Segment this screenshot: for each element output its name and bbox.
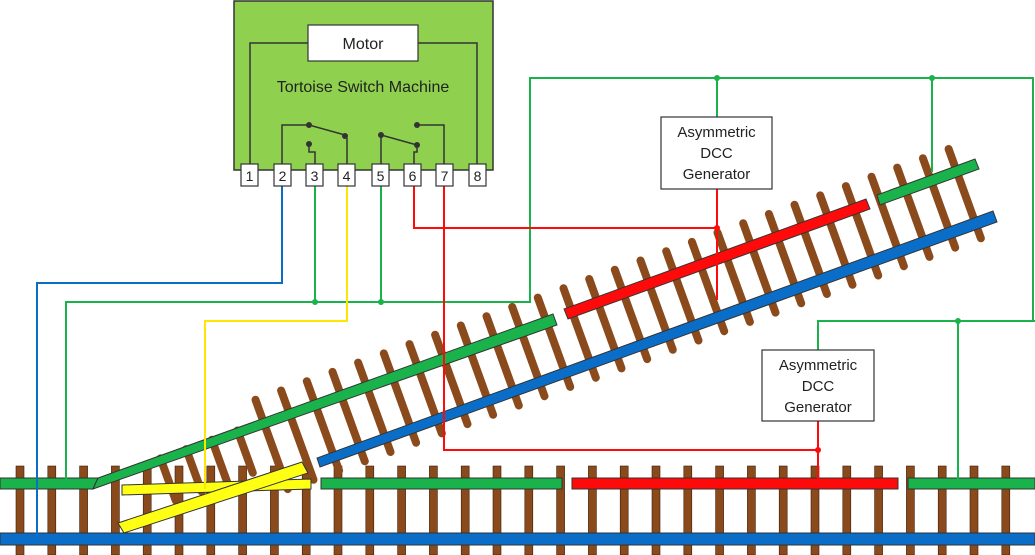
main-track-tie: [492, 465, 502, 555]
wire-blue-terminal-2: [36, 186, 283, 539]
tortoise-switch-machine: Motor Tortoise Switch Machine: [233, 0, 494, 187]
diverging-green-rail-right: [876, 158, 980, 206]
wire-green-gen2: [817, 320, 1035, 350]
wire-yellow-terminal-4: [204, 186, 348, 489]
terminal-4: [337, 163, 356, 187]
main-track-tie: [365, 465, 375, 555]
main-track-tie: [619, 465, 629, 555]
main-track-tie: [1001, 465, 1011, 555]
generator-box: [761, 349, 875, 422]
motor-label: Motor: [343, 36, 385, 53]
terminal-6: [403, 163, 422, 187]
wire-green-bus: [65, 77, 933, 483]
switch-right-contacts: [378, 122, 420, 148]
junction-dot: [714, 225, 720, 231]
switch-left-contacts: [306, 122, 348, 147]
main-track-tie: [397, 465, 406, 555]
diverging-blue-rail: [316, 210, 998, 468]
terminal-label: 8: [474, 168, 482, 184]
terminal-label: 6: [409, 168, 417, 184]
main-track-tie: [683, 465, 693, 555]
motor-lead-left: [249, 42, 308, 164]
junction-dot: [955, 318, 961, 324]
main-track-tie: [874, 465, 883, 555]
main-green-rail-left: [0, 477, 99, 490]
dcc-generator-upper: Asymmetric DCC Generator: [660, 116, 773, 190]
main-red-rail: [571, 477, 899, 490]
main-track-tie: [238, 465, 247, 555]
generator-label-line2: DCC: [700, 145, 733, 162]
terminal-3: [305, 163, 324, 187]
wire-green-right-bus: [932, 77, 1034, 321]
terminal-1: [240, 163, 259, 187]
terminal-5: [371, 163, 390, 187]
terminal-label: 2: [279, 168, 287, 184]
terminal-label: 1: [246, 168, 254, 184]
main-track-tie: [937, 465, 947, 555]
terminal-label: 7: [441, 168, 449, 184]
main-track-tie: [206, 465, 216, 555]
terminal-label: 5: [377, 168, 385, 184]
main-track-tie: [79, 465, 88, 555]
generator-label-line3: Generator: [784, 399, 852, 416]
rails: [0, 158, 1035, 546]
terminal-block: 1 2 3 4 5 6 7 8: [240, 163, 487, 187]
diverging-green-rail: [92, 313, 558, 490]
generator-label-line3: Generator: [683, 166, 751, 183]
junction-dot: [929, 75, 935, 81]
terminal-2: [273, 163, 292, 187]
dcc-generator-lower: Asymmetric DCC Generator: [761, 349, 875, 422]
switch-left: [281, 124, 348, 164]
main-track-tie: [111, 465, 120, 555]
main-track-tie: [906, 465, 915, 555]
frog-yellow-diverging: [117, 461, 309, 534]
main-track-tie: [47, 465, 57, 555]
main-track-tie: [429, 465, 438, 555]
motor-box: [307, 24, 419, 62]
machine-title: Tortoise Switch Machine: [277, 79, 450, 96]
terminal-7: [435, 163, 454, 187]
wire-red-terminal-7: [443, 186, 819, 451]
switch-right: [380, 124, 445, 164]
main-track-ties: [15, 465, 1011, 555]
main-track-tie: [842, 465, 852, 555]
main-track-tie: [15, 465, 25, 555]
main-track-tie: [778, 465, 788, 555]
wire-red-terminal-6: [413, 186, 718, 229]
main-track-tie: [651, 465, 661, 555]
motor-lead-right: [418, 42, 478, 164]
generator-label-line1: Asymmetric: [677, 124, 756, 141]
wires: [36, 77, 1035, 539]
junction-dot: [378, 299, 384, 305]
main-track-tie: [969, 465, 979, 555]
generator-label-line2: DCC: [802, 378, 835, 395]
generator-box: [660, 116, 773, 190]
main-track-tie: [460, 465, 470, 555]
main-track-tie: [270, 465, 279, 555]
junction-dot: [714, 75, 720, 81]
main-track-tie: [747, 465, 756, 555]
wire-junctions: [312, 75, 961, 453]
main-green-rail-right: [907, 477, 1035, 490]
main-track-tie: [556, 465, 565, 555]
diverging-track-tie: [277, 386, 318, 484]
terminal-8: [468, 163, 487, 187]
main-blue-rail: [0, 532, 1035, 546]
generator-label-line1: Asymmetric: [779, 357, 858, 374]
terminal-label: 3: [311, 168, 319, 184]
main-track-tie: [524, 465, 534, 555]
main-green-rail-mid: [320, 477, 563, 490]
junction-dot: [312, 299, 318, 305]
main-track-tie: [715, 465, 724, 555]
diverging-track-tie: [207, 435, 232, 487]
main-track-tie: [588, 465, 597, 555]
terminal-label: 4: [343, 168, 351, 184]
main-track-tie: [810, 465, 820, 555]
junction-dot: [815, 447, 821, 453]
